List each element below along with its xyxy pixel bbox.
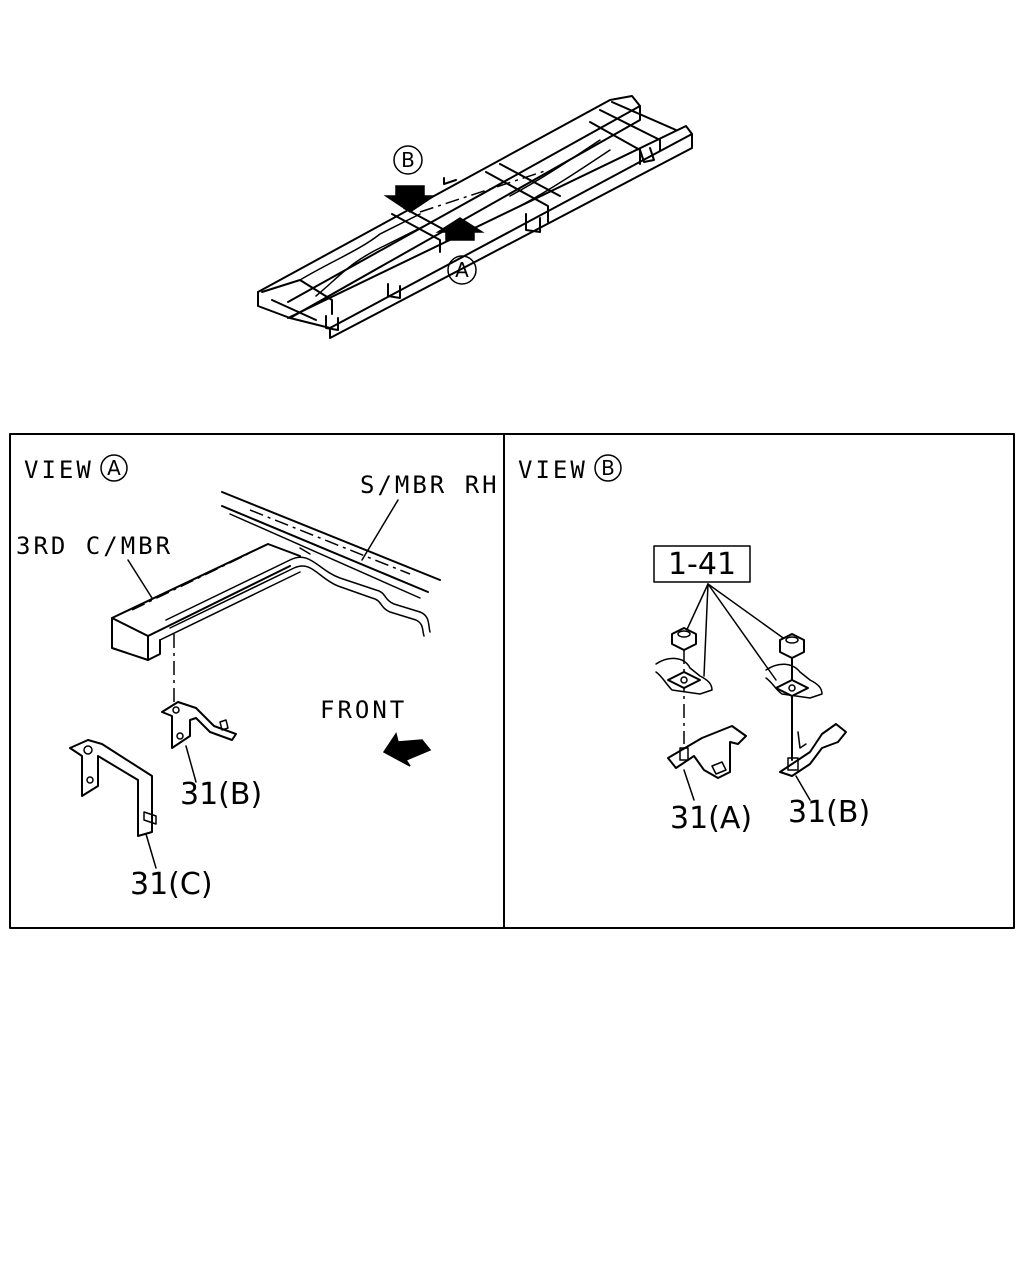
view-a-panel: VIEW A S/MBR RH 3RD C/MBR 31: [16, 454, 500, 902]
view-b-marker: B: [601, 456, 615, 480]
view-a-marker: A: [107, 456, 121, 480]
clamp-left: [655, 657, 713, 695]
view-b-panel: VIEW B 1-41: [518, 454, 870, 836]
leader-31c: [145, 833, 157, 869]
view-a-title: VIEW: [24, 456, 94, 484]
bracket-31b-view-b: [779, 723, 847, 777]
bracket-31c: [69, 739, 157, 837]
label-31b-view-b: 31(B): [788, 795, 870, 830]
cross-member-label: 3RD C/MBR: [16, 532, 173, 560]
side-member-label: S/MBR RH: [360, 471, 500, 499]
bracket-31b: [161, 701, 237, 749]
callout-b-label: B: [401, 148, 415, 172]
nut-left: [671, 627, 697, 651]
label-31a: 31(A): [670, 801, 752, 836]
label-31c: 31(C): [130, 867, 213, 902]
view-b-arrow: [383, 185, 437, 213]
label-31b: 31(B): [180, 777, 262, 812]
clamp-right: [765, 663, 823, 699]
nut-right: [779, 633, 805, 659]
view-a-marker-circle: [100, 454, 128, 482]
leader-31a: [683, 769, 695, 801]
view-b-marker-circle: [594, 454, 622, 482]
ref-box: [653, 545, 751, 583]
front-arrow: [382, 732, 432, 767]
view-b-title: VIEW: [518, 456, 588, 484]
detail-panels-frame: [9, 433, 1015, 929]
bracket-31a: [667, 725, 747, 779]
chassis-frame-overview: B A: [257, 95, 693, 339]
view-a-arrow: [435, 217, 485, 241]
callout-a-label: A: [455, 258, 469, 282]
leader-31b-view-b: [795, 775, 811, 801]
callout-circle-b: [393, 145, 423, 175]
ref-box-label: 1-41: [668, 547, 736, 582]
ref-leaders: [703, 583, 709, 677]
front-label: FRONT: [320, 696, 407, 724]
leader-31b: [185, 745, 197, 783]
callout-circle-a: [447, 255, 477, 285]
cross-member-leader: [127, 559, 153, 599]
